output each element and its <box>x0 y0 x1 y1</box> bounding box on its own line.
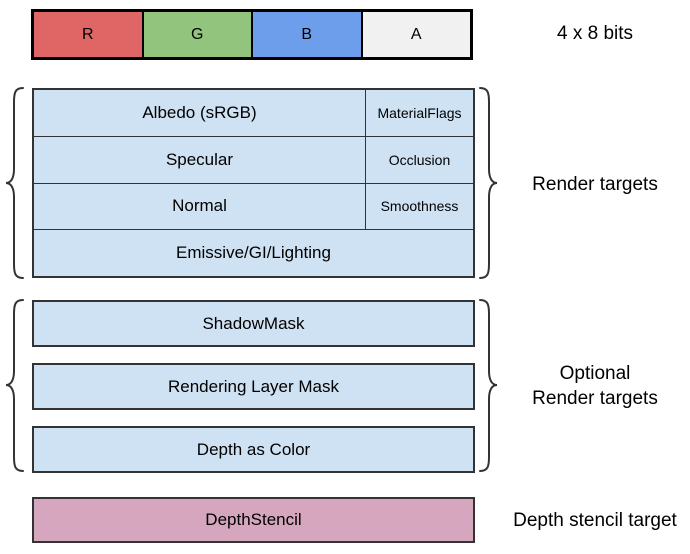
render-targets-label: Render targets <box>532 174 658 195</box>
left-brace-render-targets <box>5 87 24 279</box>
cell-normal: Normal <box>172 196 227 216</box>
cell-albedo: Albedo (sRGB) <box>142 102 257 122</box>
right-brace-optional-targets <box>479 299 498 472</box>
depth-as-color-box: Depth as Color <box>32 426 475 473</box>
cell-emissive: Emissive/GI/Lighting <box>176 243 331 263</box>
table-row: Normal Smoothness <box>34 182 473 230</box>
depthstencil-box: DepthStencil <box>32 497 475 543</box>
rgba-bit-bar: R G B A <box>31 9 473 60</box>
bit-cell-r: R <box>34 12 144 57</box>
table-row: Specular Occlusion <box>34 135 473 183</box>
table-row: Emissive/GI/Lighting <box>34 229 473 276</box>
optional-label-line2: Render targets <box>532 388 658 409</box>
render-targets-table: Albedo (sRGB) MaterialFlags Specular Occ… <box>32 88 475 278</box>
bit-cell-a: A <box>362 12 470 57</box>
depth-stencil-target-label: Depth stencil target <box>513 510 677 531</box>
optional-render-targets-label: Optional Render targets <box>500 361 690 411</box>
optional-label-line1: Optional <box>559 363 631 384</box>
cell-materialflags: MaterialFlags <box>365 90 473 136</box>
cell-smoothness: Smoothness <box>365 183 473 230</box>
bit-depth-caption: 4 x 8 bits <box>556 23 634 44</box>
rendering-layer-mask-box: Rendering Layer Mask <box>32 363 475 410</box>
left-brace-optional-targets <box>5 299 24 472</box>
table-row: Albedo (sRGB) MaterialFlags <box>34 90 473 136</box>
bit-cell-g: G <box>143 12 253 57</box>
shadowmask-box: ShadowMask <box>32 300 475 347</box>
cell-specular: Specular <box>165 149 234 169</box>
right-brace-render-targets <box>479 87 498 279</box>
bit-cell-b: B <box>253 12 363 57</box>
cell-occlusion: Occlusion <box>365 136 473 183</box>
